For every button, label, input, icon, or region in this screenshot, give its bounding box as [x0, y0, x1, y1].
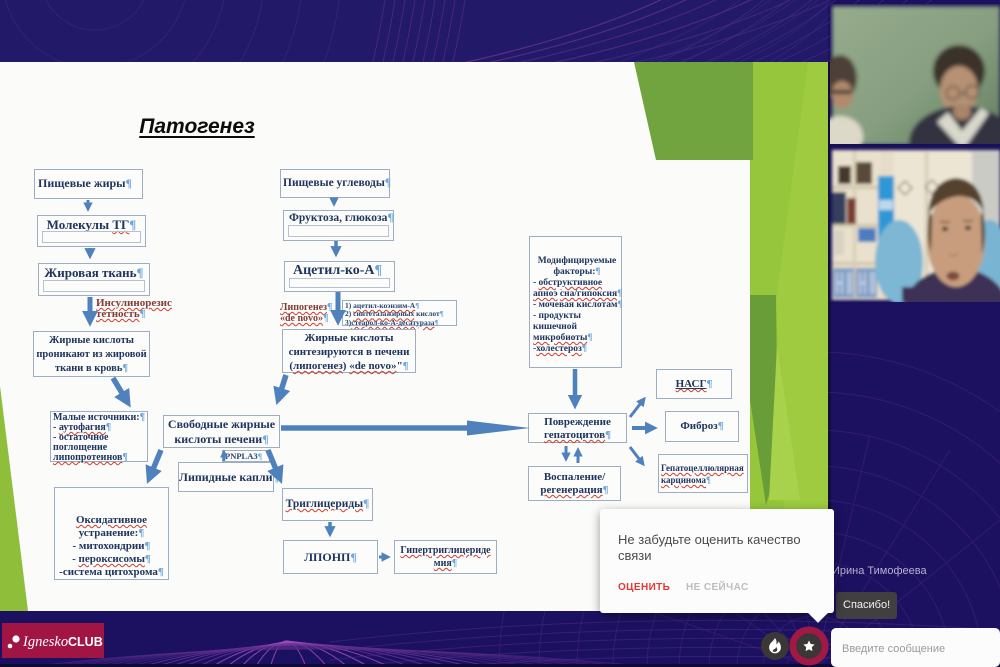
svg-text:CLUB: CLUB: [68, 635, 103, 649]
svg-text:Ignesko: Ignesko: [22, 634, 68, 650]
